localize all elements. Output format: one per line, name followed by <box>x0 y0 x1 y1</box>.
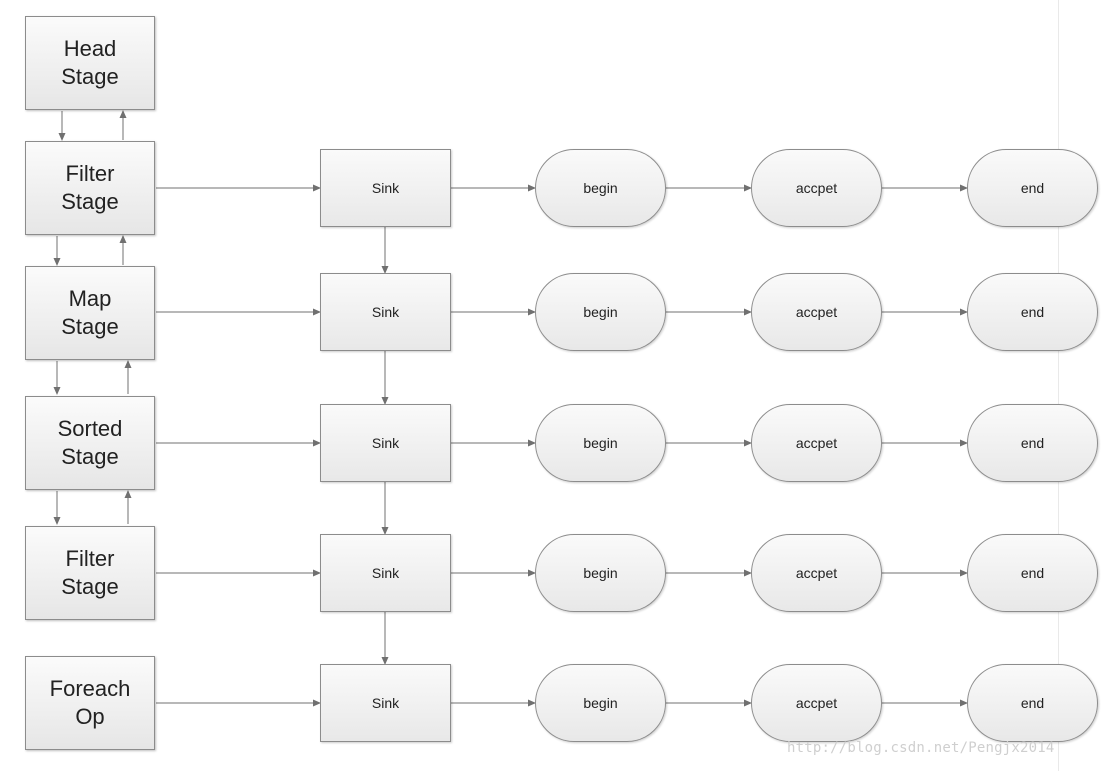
stage-label: Foreach Op <box>49 676 131 729</box>
accept-label: accpet <box>795 435 838 451</box>
end-label: end <box>1020 695 1045 711</box>
filter-stage-box: Filter Stage <box>25 141 155 235</box>
stage-label: Map Stage <box>61 286 119 339</box>
sink-box: Sink <box>320 404 451 482</box>
end-node: end <box>967 664 1098 742</box>
end-node: end <box>967 534 1098 612</box>
end-label: end <box>1020 565 1045 581</box>
sink-label: Sink <box>371 565 400 581</box>
foreach-op-box: Foreach Op <box>25 656 155 750</box>
stage-label: Filter Stage <box>61 161 119 214</box>
begin-label: begin <box>583 180 618 196</box>
accept-node: accpet <box>751 404 882 482</box>
accept-node: accpet <box>751 273 882 351</box>
divider-line <box>1058 0 1059 771</box>
begin-label: begin <box>583 695 618 711</box>
head-stage-box: Head Stage <box>25 16 155 110</box>
stage-label: Sorted Stage <box>57 416 123 469</box>
accept-label: accpet <box>795 565 838 581</box>
sink-label: Sink <box>371 304 400 320</box>
begin-label: begin <box>583 565 618 581</box>
sink-box: Sink <box>320 149 451 227</box>
sorted-stage-box: Sorted Stage <box>25 396 155 490</box>
sink-label: Sink <box>371 180 400 196</box>
stage-label: Head Stage <box>61 36 119 89</box>
accept-label: accpet <box>795 695 838 711</box>
accept-label: accpet <box>795 180 838 196</box>
end-node: end <box>967 273 1098 351</box>
begin-node: begin <box>535 664 666 742</box>
accept-node: accpet <box>751 534 882 612</box>
filter-stage-box: Filter Stage <box>25 526 155 620</box>
sink-label: Sink <box>371 695 400 711</box>
end-node: end <box>967 404 1098 482</box>
begin-label: begin <box>583 304 618 320</box>
end-label: end <box>1020 435 1045 451</box>
begin-node: begin <box>535 404 666 482</box>
stage-label: Filter Stage <box>61 546 119 599</box>
end-label: end <box>1020 180 1045 196</box>
begin-label: begin <box>583 435 618 451</box>
end-label: end <box>1020 304 1045 320</box>
end-node: end <box>967 149 1098 227</box>
accept-node: accpet <box>751 149 882 227</box>
map-stage-box: Map Stage <box>25 266 155 360</box>
begin-node: begin <box>535 273 666 351</box>
watermark: http://blog.csdn.net/Pengjx2014 <box>787 740 1055 756</box>
sink-box: Sink <box>320 273 451 351</box>
sink-box: Sink <box>320 534 451 612</box>
sink-label: Sink <box>371 435 400 451</box>
accept-node: accpet <box>751 664 882 742</box>
sink-box: Sink <box>320 664 451 742</box>
begin-node: begin <box>535 149 666 227</box>
accept-label: accpet <box>795 304 838 320</box>
begin-node: begin <box>535 534 666 612</box>
